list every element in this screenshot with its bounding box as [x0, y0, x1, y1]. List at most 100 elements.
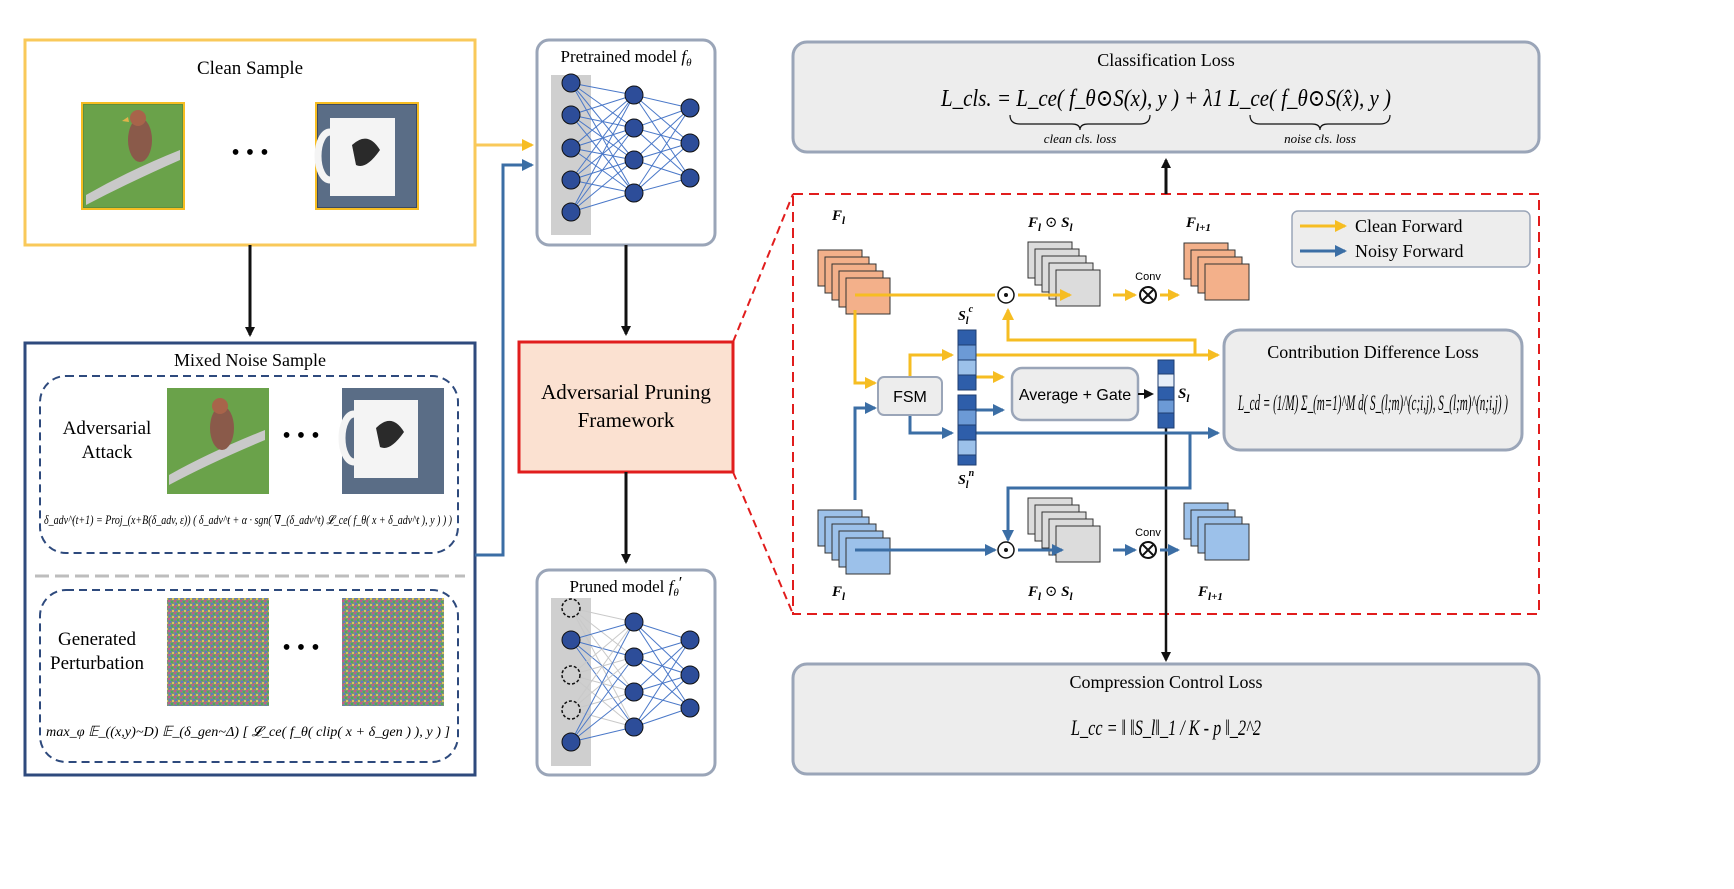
mug-image [314, 102, 419, 210]
mixed-noise-title: Mixed Noise Sample [174, 350, 326, 370]
pretrained-network [561, 73, 700, 222]
neuron [561, 630, 581, 650]
network-edge [633, 94, 691, 109]
network-edge [633, 142, 691, 194]
feature-map-stacks [817, 241, 1250, 575]
contribution-loss-panel: Contribution Difference Loss L_cd = (1/M… [1222, 328, 1524, 452]
neuron [561, 105, 581, 125]
label-F-hat-l-odot-S-l: Fl ⊙ Sl [1027, 584, 1074, 603]
pruned-neuron [561, 665, 581, 685]
network-edge [633, 621, 691, 641]
network-edge [570, 159, 635, 213]
network-edge [570, 709, 635, 728]
neuron [561, 138, 581, 158]
network-edge [633, 691, 691, 709]
bird-image [81, 102, 185, 210]
perturbation-formula: max_φ 𝔼_((x,y)~D) 𝔼_(δ_gen~Δ) [ 𝓛_ce( f_… [46, 725, 450, 740]
classification-loss-panel: Classification Loss L_cls. = L_ce( f_θ⊙S… [791, 40, 1541, 154]
score-vector-gated [1157, 359, 1175, 429]
pruned-model-panel: Pruned model fθ′ [535, 568, 717, 777]
network-edge [633, 107, 691, 194]
network-edge [633, 127, 691, 179]
neuron [624, 183, 644, 203]
network-edge [570, 607, 635, 693]
adversarial-attack-label-1: Adversarial [63, 418, 152, 439]
neuron [561, 73, 581, 93]
network-edge [633, 656, 691, 709]
network-edge [633, 127, 691, 144]
network-edge [633, 177, 691, 194]
clean-flow [853, 289, 1220, 389]
label-F-hat-l-plus-1: Fl+1 [1197, 584, 1223, 603]
fsm-label: FSM [893, 389, 927, 406]
neuron [624, 717, 644, 737]
score-vector-noisy [957, 394, 977, 466]
feature-stack-noisy-output [1183, 502, 1250, 561]
noise-image-2 [342, 598, 444, 706]
network-edge [570, 94, 635, 181]
neuron [624, 118, 644, 138]
network-edge [633, 674, 691, 728]
neuron [680, 98, 700, 118]
neuron [561, 170, 581, 190]
neuron [624, 647, 644, 667]
perturbation-ellipsis: • • • [282, 635, 319, 661]
average-gate-label: Average + Gate [1019, 387, 1131, 404]
label-F-l-plus-1: Fl+1 [1185, 215, 1211, 234]
network-edge [633, 707, 691, 728]
label-S-l: Sl [1178, 386, 1190, 405]
label-F-hat-l: Fl [831, 584, 846, 603]
feature-stack-noisy-masked [1027, 497, 1101, 563]
network-edge [633, 639, 691, 728]
neuron [624, 150, 644, 170]
odot-clean-icon [997, 286, 1015, 304]
conv-clean-label: Conv [1135, 271, 1161, 283]
label-F-l-odot-S-l: Fl ⊙ Sl [1027, 215, 1074, 234]
feature-stack-clean-output [1183, 242, 1250, 301]
mixed-noise-panel: Mixed Noise Sample Adversarial Attack • … [23, 341, 477, 777]
framework-line-1: Adversarial Pruning [541, 380, 711, 404]
clean-sample-title: Clean Sample [197, 58, 303, 79]
network-edge [570, 621, 635, 641]
pretrained-model-title: Pretrained model fθ [561, 47, 693, 69]
network-edge [570, 94, 635, 149]
neuron [624, 612, 644, 632]
neuron [680, 630, 700, 650]
noise-cls-caption: noise cls. loss [1284, 131, 1356, 146]
network-edge [633, 159, 691, 179]
framework-line-2: Framework [578, 408, 675, 432]
network-edge [633, 639, 691, 658]
neuron [624, 682, 644, 702]
network-edge [633, 107, 691, 161]
pretrained-model-panel: Pretrained model fθ [535, 38, 717, 247]
network-edge [570, 82, 635, 96]
legend-clean-label: Clean Forward [1355, 216, 1462, 236]
adversarial-mug-image [338, 388, 444, 494]
average-gate-box: Average + Gate [1010, 366, 1140, 422]
network-edge [570, 656, 635, 743]
compression-loss-title: Compression Control Loss [1069, 672, 1262, 692]
network-edge [570, 192, 635, 213]
neuron [561, 732, 581, 752]
network-edge [570, 127, 635, 213]
attack-formula: δ_adv^(t+1) = Proj_(x+B(δ_adv, ε)) ( δ_a… [44, 513, 452, 527]
contribution-loss-title: Contribution Difference Loss [1267, 342, 1479, 362]
network-edge [570, 94, 635, 213]
noise-image-1 [167, 598, 269, 706]
feature-stack-noisy-input [817, 509, 891, 575]
network-edge [633, 639, 691, 693]
label-S-l-c: Slc [958, 304, 974, 327]
legend: Clean Forward Noisy Forward [1291, 210, 1531, 268]
conv-clean-icon [1139, 286, 1157, 304]
score-vector-clean [957, 329, 977, 391]
network-edge [633, 142, 691, 161]
neuron [624, 85, 644, 105]
network-edge [570, 621, 635, 676]
clean-sample-ellipsis: • • • [231, 140, 268, 166]
neuron [561, 202, 581, 222]
contribution-loss-formula: L_cd = (1/M) Σ_(m=1)^M d( S_(l;m)^(c;i,j… [1237, 390, 1508, 415]
neuron [680, 665, 700, 685]
compression-loss-panel: Compression Control Loss L_cc = ‖ ‖S_l‖_… [791, 662, 1541, 776]
pruned-neuron [561, 700, 581, 720]
network-edge [570, 656, 635, 711]
